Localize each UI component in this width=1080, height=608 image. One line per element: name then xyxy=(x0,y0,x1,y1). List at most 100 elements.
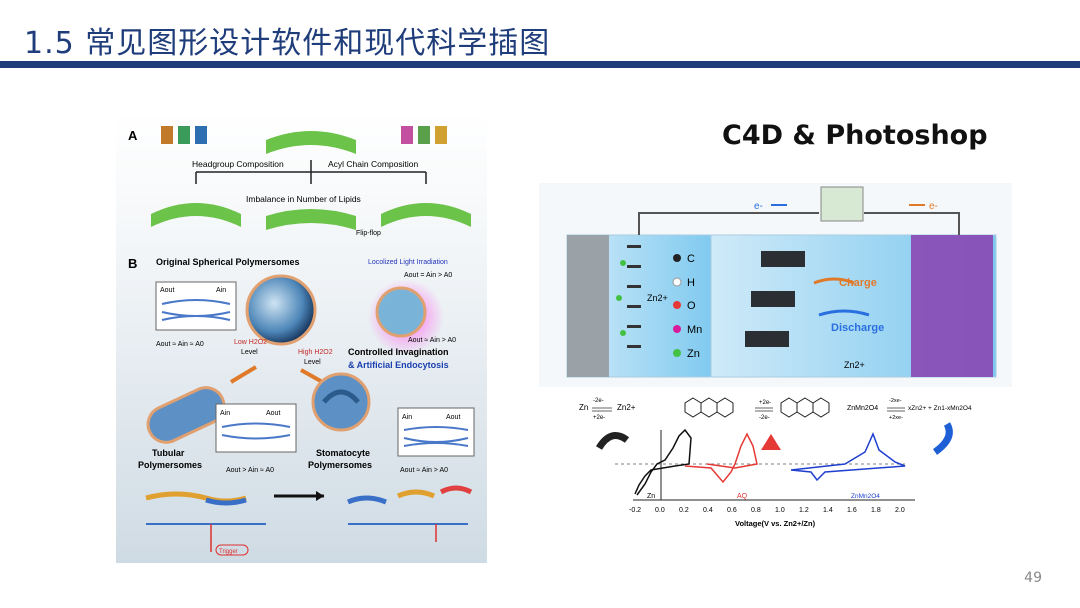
tick-label: 1.4 xyxy=(823,507,833,514)
tick-label: 1.0 xyxy=(775,507,785,514)
tick-label: -0.2 xyxy=(629,507,641,514)
inset-ain-3: Ain xyxy=(402,414,412,421)
invaginated-polymersome xyxy=(375,286,427,338)
lipid-bilayer-right xyxy=(381,203,471,227)
blue-curved-arrow xyxy=(932,422,953,455)
eq-zn-right: Zn2+ xyxy=(617,403,636,412)
membrane-lines-1 xyxy=(161,299,231,321)
lipid-icons-right xyxy=(401,126,447,144)
inset-ain-1: Ain xyxy=(216,287,226,294)
low-h2o2-label: Low H2O2 xyxy=(234,339,267,346)
tubular-relation: Aout > Ain ≈ A0 xyxy=(226,467,274,474)
relation-left-1: Aout ≈ Ain ≈ A0 xyxy=(156,341,204,348)
aq-molecules xyxy=(745,251,805,347)
eq-mn-bot: +2xe- xyxy=(889,415,903,421)
zn-cv-curve xyxy=(634,428,692,496)
stomatocyte-relation: Aout ≈ Ain > A0 xyxy=(400,467,448,474)
tick-label: 1.2 xyxy=(799,507,809,514)
anode-ion-bars xyxy=(616,245,641,348)
arrows-panel-a xyxy=(195,160,427,184)
controlled-invagination-label: Controlled Invagination xyxy=(348,347,449,357)
eq-mn-left: ZnMn2O4 xyxy=(847,405,878,412)
headgroup-composition-label: Headgroup Composition xyxy=(192,159,284,169)
tubular-label-1: Tubular xyxy=(152,448,185,458)
tick-label: 0.0 xyxy=(655,507,665,514)
tick-label: 1.8 xyxy=(871,507,881,514)
zn2-label-left: Zn2+ xyxy=(647,293,668,303)
electron-right: e- xyxy=(929,201,938,212)
transform-arrowhead xyxy=(316,491,324,501)
eq-zn-arrows xyxy=(592,407,612,412)
charge-label: Charge xyxy=(839,277,877,289)
svg-text:Mn: Mn xyxy=(687,324,702,336)
page-number: 49 xyxy=(1024,570,1042,586)
stomatocyte-label-2: Polymersomes xyxy=(308,460,372,470)
membrane-inset-1 xyxy=(155,281,237,331)
eq-zn-top: -2e- xyxy=(593,398,604,404)
eq-zn-left: Zn xyxy=(579,403,588,412)
inset-aout-3: Aout xyxy=(446,414,460,421)
battery-figure: Zn2+ C H O Mn Zn Charge Discharge Zn2+ e… xyxy=(539,183,1012,387)
chemical-sidechain xyxy=(210,524,437,552)
svg-text:Zn: Zn xyxy=(687,348,700,360)
atom-legend: C H O Mn Zn xyxy=(672,253,702,360)
relation-top-right: Aout = Ain > A0 xyxy=(404,272,452,279)
flip-flop-label: Flip-flop xyxy=(356,230,381,237)
discharge-label: Discharge xyxy=(831,322,884,334)
stomatocyte-label-1: Stomatocyte xyxy=(316,448,370,458)
membrane-inset-3 xyxy=(397,407,475,457)
svg-text:H: H xyxy=(687,277,695,289)
relation-right-2: Aout ≈ Ain > A0 xyxy=(408,337,456,344)
external-circuit xyxy=(638,212,960,235)
high-level-label: Level xyxy=(304,359,321,366)
curve-label-aq: AQ xyxy=(737,493,748,500)
black-curved-arrow xyxy=(595,432,630,450)
right-title: C4D & Photoshop xyxy=(722,120,988,151)
zn-anode xyxy=(567,235,609,377)
curve-label-mn: ZnMn2O4 xyxy=(851,493,880,500)
power-station xyxy=(820,186,864,222)
eq-mn-top: -2xe- xyxy=(889,398,902,404)
red-up-arrow xyxy=(761,434,781,450)
svg-text:C: C xyxy=(687,253,695,265)
trigger-label: Trigger xyxy=(219,549,238,555)
mn-cv-curve xyxy=(790,432,906,482)
tick-label: 0.6 xyxy=(727,507,737,514)
panel-b-label: B xyxy=(128,256,137,271)
eq-aq-top: +2e- xyxy=(759,400,771,406)
trigger-box xyxy=(215,544,249,556)
polymer-chain-before-blue xyxy=(205,497,247,506)
inset-ain-2: Ain xyxy=(220,410,230,417)
stomatocyte-polymersome xyxy=(311,372,371,432)
lipid-bilayer-left xyxy=(151,203,241,227)
curve-label-zn: Zn xyxy=(647,493,655,500)
localized-irradiation-label: Locolized Light Irradiation xyxy=(368,259,448,266)
eq-aq-arrows xyxy=(755,407,773,412)
high-h2o2-label: High H2O2 xyxy=(298,349,333,356)
electron-left: e- xyxy=(754,201,763,212)
eq-aq-bot: -2e- xyxy=(759,415,770,421)
aq-cv-curve xyxy=(684,432,758,484)
artificial-endocytosis-label: & Artificial Endocytosis xyxy=(348,360,449,370)
stomatocyte-inner xyxy=(322,389,360,404)
polymer-chain-after-2 xyxy=(396,489,436,499)
mn-cathode xyxy=(911,235,993,377)
title-rule xyxy=(0,61,1080,68)
tick-label: 0.8 xyxy=(751,507,761,514)
membrane-inset-2 xyxy=(215,403,297,453)
polymer-chain-after-1 xyxy=(346,495,387,505)
anthraquinone-structure xyxy=(684,397,734,418)
zn2-label-right: Zn2+ xyxy=(844,360,865,370)
tick-label: 2.0 xyxy=(895,507,905,514)
tick-label: 0.4 xyxy=(703,507,713,514)
tick-label: 1.6 xyxy=(847,507,857,514)
x-axis-label: Voltage(V vs. Zn2+/Zn) xyxy=(735,519,816,528)
panel-a-label: A xyxy=(128,128,138,143)
low-level-label: Level xyxy=(241,349,258,356)
svg-text:O: O xyxy=(687,300,696,312)
tubular-label-2: Polymersomes xyxy=(138,460,202,470)
cv-figure: Zn -2e- +2e- Zn2+ +2e- -2e- ZnMn2O4 -2xe… xyxy=(575,390,975,538)
original-polymersomes-label: Original Spherical Polymersomes xyxy=(156,257,300,267)
slide-title: 1.5 常见图形设计软件和现代科学插图 xyxy=(24,26,551,61)
reduced-aq-structure xyxy=(780,397,830,418)
